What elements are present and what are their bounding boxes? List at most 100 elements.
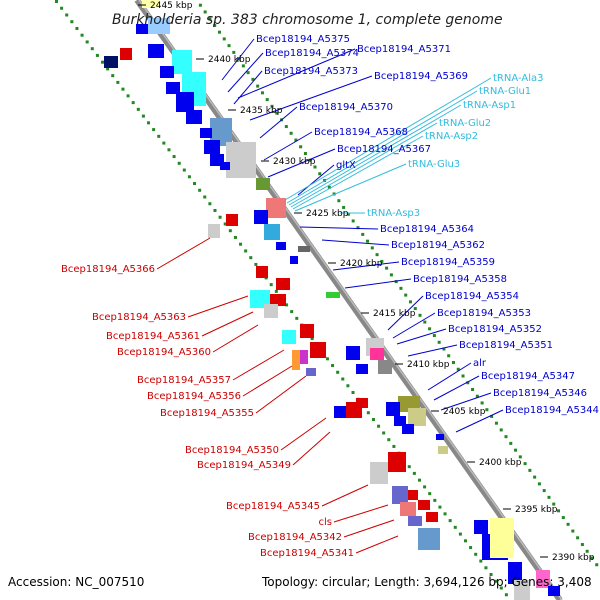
gene-label: Bcep18194_A5371 bbox=[357, 44, 451, 55]
kbp-tick-label: 2410 kbp bbox=[407, 360, 450, 370]
gene-label: Bcep18194_A5359 bbox=[401, 257, 495, 268]
track-dot bbox=[394, 280, 398, 284]
track-dot bbox=[490, 414, 494, 418]
gene-label: Bcep18194_A5362 bbox=[391, 240, 485, 251]
track-dot bbox=[484, 566, 488, 570]
gene-label: gltX bbox=[336, 160, 356, 171]
track-dot bbox=[456, 367, 460, 371]
track-dot bbox=[101, 60, 105, 64]
kbp-tick-label: 2425 kbp bbox=[306, 209, 349, 219]
gene-feature bbox=[386, 402, 400, 416]
track-dot bbox=[106, 67, 110, 71]
track-dot bbox=[60, 6, 64, 10]
right-dotted-track bbox=[198, 3, 599, 567]
track-dot bbox=[227, 44, 231, 48]
track-dot bbox=[80, 33, 84, 37]
track-dot bbox=[375, 253, 379, 257]
gene-label: Bcep18194_A5349 bbox=[197, 460, 291, 471]
gene-feature bbox=[104, 56, 118, 68]
track-dot bbox=[475, 394, 479, 398]
kbp-tick-label: 2440 kbp bbox=[208, 55, 251, 65]
kbp-tick-label: 2430 kbp bbox=[273, 157, 316, 167]
gene-label: Bcep18194_A5366 bbox=[61, 264, 155, 275]
track-dot bbox=[433, 498, 437, 502]
track-dot bbox=[571, 529, 575, 533]
gene-label-leader bbox=[332, 261, 400, 271]
track-dot bbox=[494, 421, 498, 425]
track-dot bbox=[249, 256, 253, 260]
gene-label: Bcep18194_A5375 bbox=[256, 34, 350, 45]
track-dot bbox=[377, 424, 381, 428]
gene-label: Bcep18194_A5354 bbox=[425, 291, 519, 302]
gene-feature bbox=[142, 0, 160, 8]
gene-label-leader bbox=[321, 239, 390, 246]
track-dot bbox=[595, 563, 599, 567]
gene-label-leader bbox=[321, 484, 369, 507]
gene-label: Bcep18194_A5374 bbox=[265, 48, 359, 59]
gene-feature bbox=[204, 140, 220, 154]
track-dot bbox=[65, 13, 69, 17]
track-dot bbox=[413, 307, 417, 311]
track-dot bbox=[116, 80, 120, 84]
gene-feature bbox=[266, 198, 286, 218]
track-dot bbox=[208, 17, 212, 21]
gene-label-leader bbox=[292, 135, 424, 210]
track-dot bbox=[270, 104, 274, 108]
gene-feature bbox=[148, 18, 170, 34]
track-dot bbox=[254, 262, 258, 266]
track-dot bbox=[341, 377, 345, 381]
track-dot bbox=[121, 87, 125, 91]
track-dot bbox=[232, 50, 236, 54]
track-dot bbox=[451, 361, 455, 365]
gene-feature bbox=[356, 398, 368, 408]
gene-label: tRNA-Asp1 bbox=[463, 100, 516, 111]
track-dot bbox=[246, 71, 250, 75]
gene-feature bbox=[306, 368, 316, 376]
gene-feature bbox=[370, 462, 388, 484]
track-dot bbox=[370, 246, 374, 250]
track-dot bbox=[131, 101, 135, 105]
gene-label-leader bbox=[455, 409, 504, 433]
track-dot bbox=[499, 428, 503, 432]
kbp-tick-label: 2415 kbp bbox=[373, 309, 416, 319]
track-dot bbox=[152, 128, 156, 132]
track-dot bbox=[438, 505, 442, 509]
gene-feature bbox=[436, 434, 444, 440]
gene-label-leader bbox=[212, 324, 259, 353]
gene-feature bbox=[226, 142, 256, 178]
track-dot bbox=[474, 552, 478, 556]
gene-label-leader bbox=[237, 48, 356, 99]
track-dot bbox=[412, 471, 416, 475]
gene-label: tRNA-Glu3 bbox=[408, 159, 460, 170]
gene-feature bbox=[300, 350, 308, 364]
gene-feature bbox=[418, 528, 440, 550]
gene-label-leader bbox=[333, 504, 389, 523]
track-dot bbox=[337, 199, 341, 203]
track-dot bbox=[331, 364, 335, 368]
gene-feature bbox=[200, 128, 212, 138]
gene-feature bbox=[370, 348, 384, 360]
gene-label-leader bbox=[407, 344, 458, 357]
track-dot bbox=[542, 489, 546, 493]
track-dot bbox=[351, 391, 355, 395]
gene-feature bbox=[176, 92, 194, 112]
track-dot bbox=[432, 334, 436, 338]
track-dot bbox=[385, 266, 389, 270]
track-dot bbox=[111, 74, 115, 78]
gene-label-leader bbox=[227, 52, 264, 93]
track-dot bbox=[295, 316, 299, 320]
track-dot bbox=[466, 381, 470, 385]
track-dot bbox=[518, 455, 522, 459]
gene-feature bbox=[402, 424, 414, 434]
gene-label: Bcep18194_A5369 bbox=[374, 71, 468, 82]
gene-label: Bcep18194_A5357 bbox=[137, 375, 231, 386]
gene-label-leader bbox=[290, 122, 438, 208]
track-dot bbox=[382, 431, 386, 435]
track-dot bbox=[489, 573, 493, 577]
track-dot bbox=[289, 131, 293, 135]
track-dot bbox=[147, 121, 151, 125]
gene-feature bbox=[514, 580, 530, 600]
gene-feature bbox=[508, 562, 522, 584]
track-dot bbox=[136, 107, 140, 111]
